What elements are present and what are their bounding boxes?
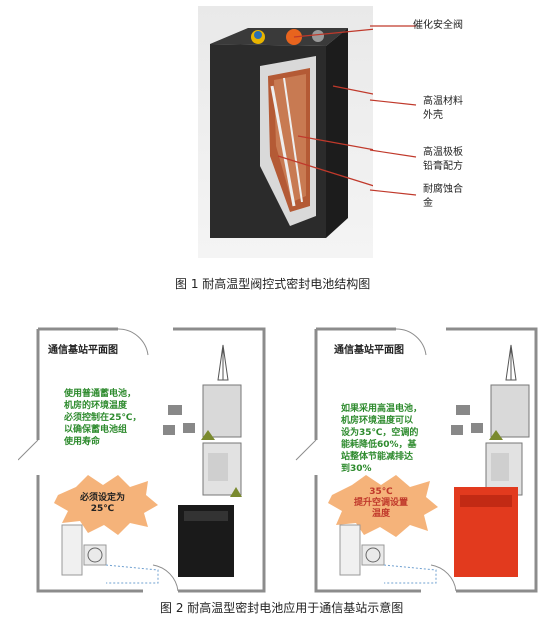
floor-plan-left bbox=[17, 325, 266, 593]
callout-casing: 高温材料 外壳 bbox=[423, 96, 463, 121]
battery-cutaway-drawing bbox=[210, 25, 409, 238]
callout-alloy: 耐腐蚀合 金 bbox=[423, 184, 463, 209]
figure2-caption: 图 2 耐高温型密封电池应用于通信基站示意图 bbox=[160, 601, 404, 615]
floor-plan-left-note: 使用普通蓄电池， 机房的环境温度 必须控制在25℃， 以确保蓄电池组 使用寿命 bbox=[64, 389, 142, 447]
floor-plan-left-title: 通信基站平面图 bbox=[48, 345, 118, 356]
callout-plate: 高温极板 铅膏配方 bbox=[423, 147, 463, 172]
floor-plan-right-title: 通信基站平面图 bbox=[334, 345, 404, 356]
battery-structure-figure bbox=[198, 6, 409, 258]
floor-plan-right bbox=[286, 325, 538, 593]
callout-safety-valve: 催化安全阀 bbox=[413, 20, 463, 31]
floor-plan-left-walls bbox=[17, 327, 266, 593]
floor-plan-left-temp: 必须设定为 25℃ bbox=[80, 493, 126, 514]
floor-plan-right-temp: 35℃ 提升空调设置 温度 bbox=[354, 487, 409, 519]
floor-plan-right-note: 如果采用高温电池， 机房环境温度可以 设为35℃，空调的 能耗降低60%，基 站… bbox=[341, 404, 423, 474]
floor-plan-right-walls bbox=[295, 327, 538, 593]
figure1-caption: 图 1 耐高温型阀控式密封电池结构图 bbox=[175, 277, 371, 291]
callout-lines bbox=[369, 25, 417, 196]
